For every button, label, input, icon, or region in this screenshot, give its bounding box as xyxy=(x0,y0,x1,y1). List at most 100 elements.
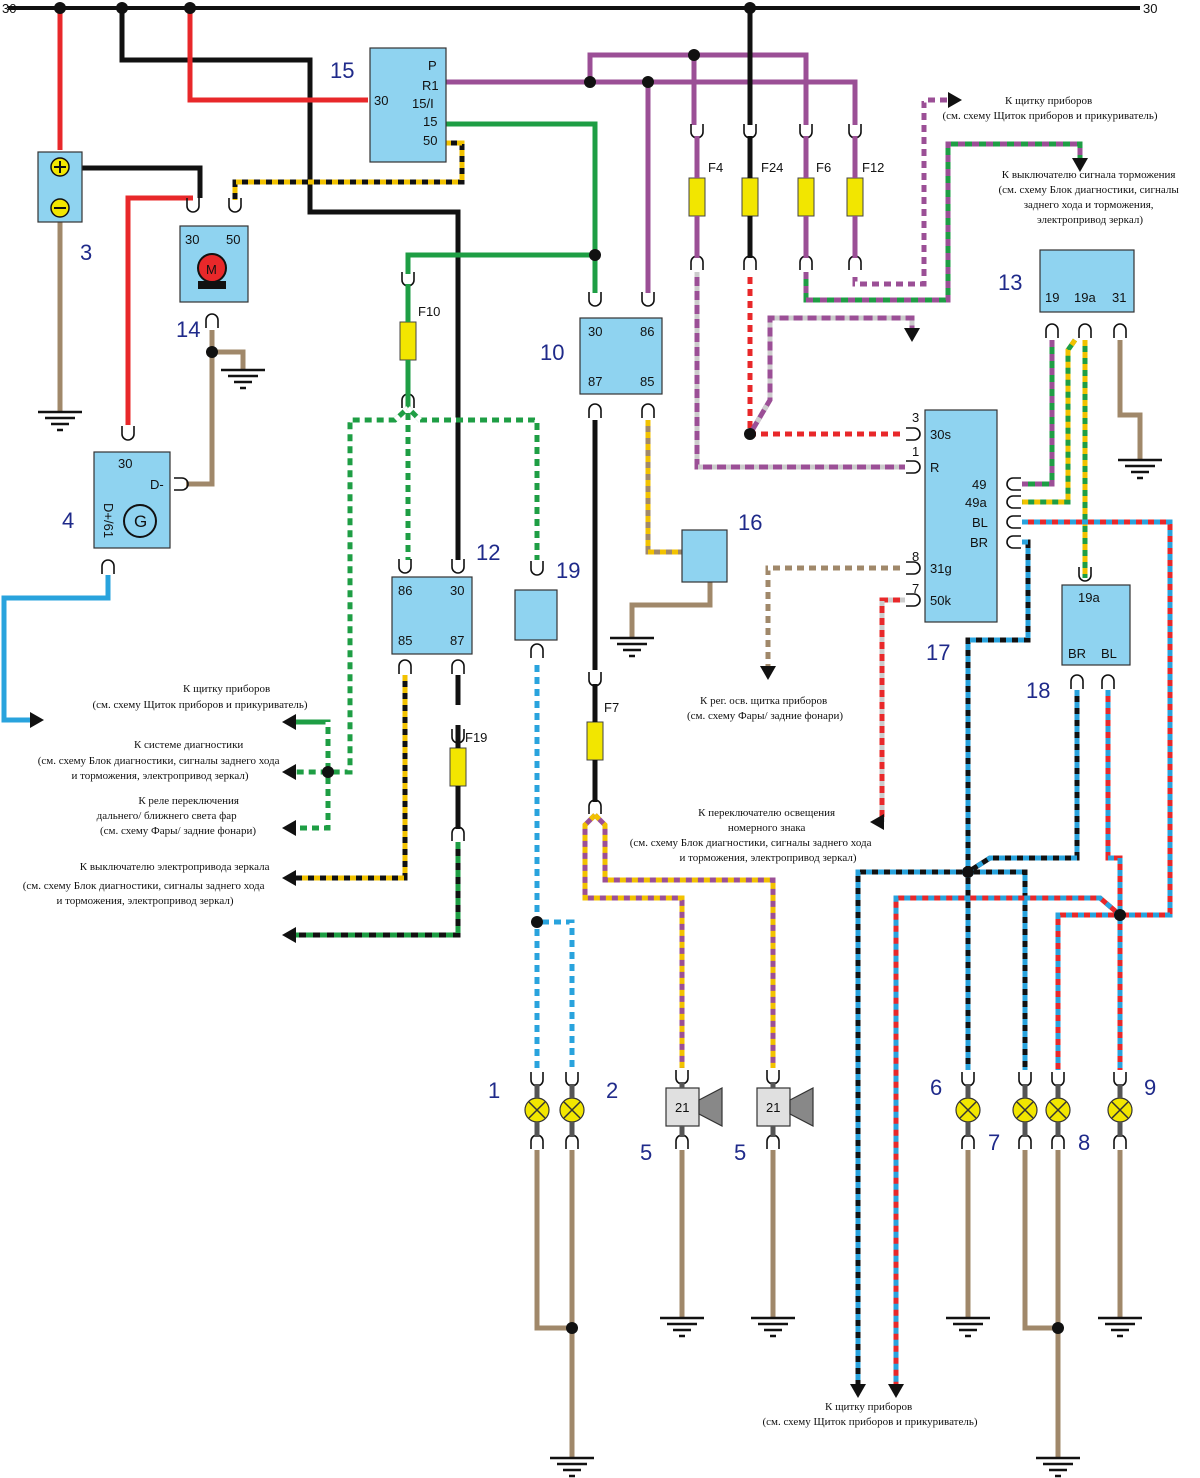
svg-text:30: 30 xyxy=(185,232,199,247)
wire-gen-dminus xyxy=(186,330,215,487)
wire-green-f10 xyxy=(405,252,595,274)
control-unit-17 xyxy=(924,409,998,623)
svg-text:8: 8 xyxy=(912,549,919,564)
label-c13: 13 xyxy=(998,270,1022,295)
wire-lamps12-ground xyxy=(534,1150,572,1331)
lamp-6 xyxy=(955,1097,981,1123)
fuse-wires xyxy=(405,136,858,829)
wire-bus-ignition xyxy=(187,8,368,103)
connectors xyxy=(101,123,1127,1150)
generator-letter: G xyxy=(134,512,147,531)
svg-text:R1: R1 xyxy=(422,78,439,93)
note-top-2: К выключателю сигнала торможения (см. сх… xyxy=(999,169,1182,226)
label-c8: 8 xyxy=(1078,1130,1090,1155)
svg-text:BL: BL xyxy=(972,515,988,530)
lamp-9 xyxy=(1107,1097,1133,1123)
relay-12 xyxy=(391,576,473,655)
svg-text:D-: D- xyxy=(150,477,164,492)
wire-r1-purple xyxy=(445,79,858,125)
svg-text:1: 1 xyxy=(912,444,919,459)
svg-text:49a: 49a xyxy=(965,495,987,510)
wire-gen-dplus xyxy=(1,575,111,723)
fuse-f6 xyxy=(797,177,815,217)
lamp-stems xyxy=(534,1084,1123,1137)
unit-13 xyxy=(1039,249,1135,313)
note-left-2: К системе диагностики (см. схему Блок ди… xyxy=(38,739,283,782)
label-c5a: 5 xyxy=(640,1140,652,1165)
label-c9: 9 xyxy=(1144,1075,1156,1100)
label-c4: 4 xyxy=(62,508,74,533)
component-16 xyxy=(681,529,728,583)
svg-text:3: 3 xyxy=(912,410,919,425)
label-c17: 17 xyxy=(926,640,950,665)
module-19 xyxy=(514,589,558,641)
wire-relay10-16 xyxy=(645,420,682,555)
wire-f4-17r xyxy=(694,272,905,470)
battery-terminals xyxy=(50,157,70,218)
fuse-f12 xyxy=(846,177,864,217)
wire-f24-30s xyxy=(747,272,905,437)
svg-text:15/I: 15/I xyxy=(412,96,434,111)
wire-starter-gen xyxy=(125,195,193,425)
ignition-switch-15 xyxy=(369,47,447,163)
svg-text:21: 21 xyxy=(766,1100,780,1115)
wire-15-relay10 xyxy=(445,121,598,293)
arrow-heads xyxy=(30,92,1088,1398)
label-c19: 19 xyxy=(556,558,580,583)
label-c7: 7 xyxy=(988,1130,1000,1155)
note-left-1: К щитку приборов (см. схему Щиток прибор… xyxy=(92,683,307,711)
lamps xyxy=(524,1084,1133,1137)
note-left-4: К выключателю электропривода зеркала (см… xyxy=(23,861,272,907)
wire-lamps78-ground xyxy=(1022,1150,1058,1331)
note-plate: К переключателю освещения номерного знак… xyxy=(630,807,875,864)
horn-2 xyxy=(756,1082,814,1137)
lamp-1 xyxy=(524,1097,550,1123)
svg-text:86: 86 xyxy=(398,583,412,598)
fuse-f4 xyxy=(688,177,706,217)
svg-text:7: 7 xyxy=(912,581,919,596)
wire-f7-horns xyxy=(582,813,685,1068)
label-c16: 16 xyxy=(738,510,762,535)
svg-text:31: 31 xyxy=(1112,290,1126,305)
label-c15: 15 xyxy=(330,58,354,83)
svg-text:21: 21 xyxy=(675,1100,689,1115)
note-mid: К рег. осв. щитка приборов (см. схему Фа… xyxy=(687,695,843,722)
svg-text:F6: F6 xyxy=(816,160,831,175)
note-top-1: К щитку приборов (см. схему Щиток прибор… xyxy=(942,95,1157,122)
svg-text:F19: F19 xyxy=(465,730,487,745)
svg-text:87: 87 xyxy=(450,633,464,648)
label-c10: 10 xyxy=(540,340,564,365)
wire-16-ground xyxy=(629,582,713,630)
wire-f6-stop xyxy=(803,141,1083,303)
svg-text:30: 30 xyxy=(118,456,132,471)
svg-text:86: 86 xyxy=(640,324,654,339)
wire-battery-starter xyxy=(80,165,203,198)
svg-text:50k: 50k xyxy=(930,593,951,608)
svg-text:F4: F4 xyxy=(708,160,723,175)
generator-symbol xyxy=(123,504,157,538)
svg-text:30: 30 xyxy=(450,583,464,598)
svg-text:BL: BL xyxy=(1101,646,1117,661)
svg-text:F7: F7 xyxy=(604,700,619,715)
svg-text:F24: F24 xyxy=(761,160,783,175)
svg-text:19: 19 xyxy=(1045,290,1059,305)
svg-text:P: P xyxy=(428,58,437,73)
horn-1 xyxy=(665,1082,723,1137)
svg-text:85: 85 xyxy=(398,633,412,648)
wire-f12-cluster xyxy=(852,97,948,287)
svg-text:F10: F10 xyxy=(418,304,440,319)
components xyxy=(37,47,1135,666)
labels: 30 30 3 4 14 15 10 12 19 16 13 17 18 1 2… xyxy=(2,1,1157,1165)
label-c5b: 5 xyxy=(734,1140,746,1165)
horns xyxy=(665,1082,814,1137)
wire-50k xyxy=(879,597,905,822)
svg-text:85: 85 xyxy=(640,374,654,389)
fuse-f24 xyxy=(741,177,759,217)
svg-text:19a: 19a xyxy=(1074,290,1096,305)
svg-text:50: 50 xyxy=(423,133,437,148)
svg-text:D+/61: D+/61 xyxy=(101,503,116,538)
wire-13-ground xyxy=(1117,340,1143,452)
fuse-f19 xyxy=(449,747,467,787)
svg-text:19a: 19a xyxy=(1078,590,1100,605)
svg-text:50: 50 xyxy=(226,232,240,247)
